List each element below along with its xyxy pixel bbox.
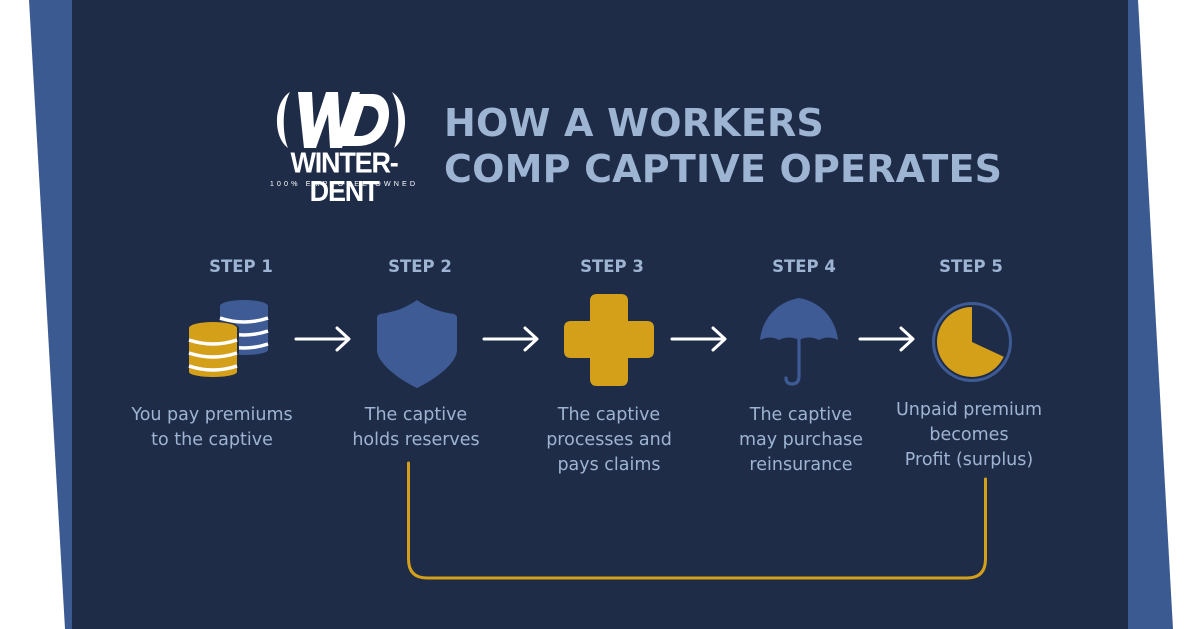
step-3-label: STEP 3 [580, 257, 644, 276]
medical-cross-icon [564, 294, 654, 386]
title-line-2: COMP CAPTIVE OPERATES [444, 147, 1003, 191]
logo-tagline: 100% EMPLOYEE OWNED [269, 179, 419, 188]
pie-slice [936, 307, 1004, 377]
right-arrow-icon [670, 326, 727, 352]
step-3-description: The captive processes and pays claims [546, 405, 672, 475]
step-4-label: STEP 4 [772, 257, 836, 276]
right-arrow-icon [294, 326, 351, 352]
left-accent-band [29, 0, 72, 629]
shield-icon [377, 300, 457, 388]
blue-coin-stack [219, 300, 269, 355]
gold-coin-stack [187, 321, 239, 377]
right-arrow-icon [482, 326, 539, 352]
pie-chart-icon [932, 302, 1012, 382]
feedback-loop-bracket [407, 461, 987, 580]
step-1-description: You pay premiums to the captive [131, 405, 293, 450]
step-5-label: STEP 5 [939, 257, 1003, 276]
right-arrow-icon [858, 326, 915, 352]
step-1-label: STEP 1 [209, 257, 273, 276]
step-2-label: STEP 2 [388, 257, 452, 276]
page-title: HOW A WORKERS COMP CAPTIVE OPERATES [444, 100, 1002, 192]
logo-monogram-icon [276, 92, 406, 148]
step-2-description: The captive holds reserves [352, 405, 480, 450]
coin-stacks-icon [187, 300, 269, 377]
right-accent-band [1128, 0, 1173, 629]
logo-wordmark: WINTER-DENT [290, 147, 398, 208]
step-5-description: Unpaid premium becomes Profit (surplus) [896, 400, 1042, 470]
umbrella-icon [760, 298, 838, 386]
title-line-1: HOW A WORKERS [444, 101, 825, 145]
step-4-description: The captive may purchase reinsurance [738, 405, 864, 475]
